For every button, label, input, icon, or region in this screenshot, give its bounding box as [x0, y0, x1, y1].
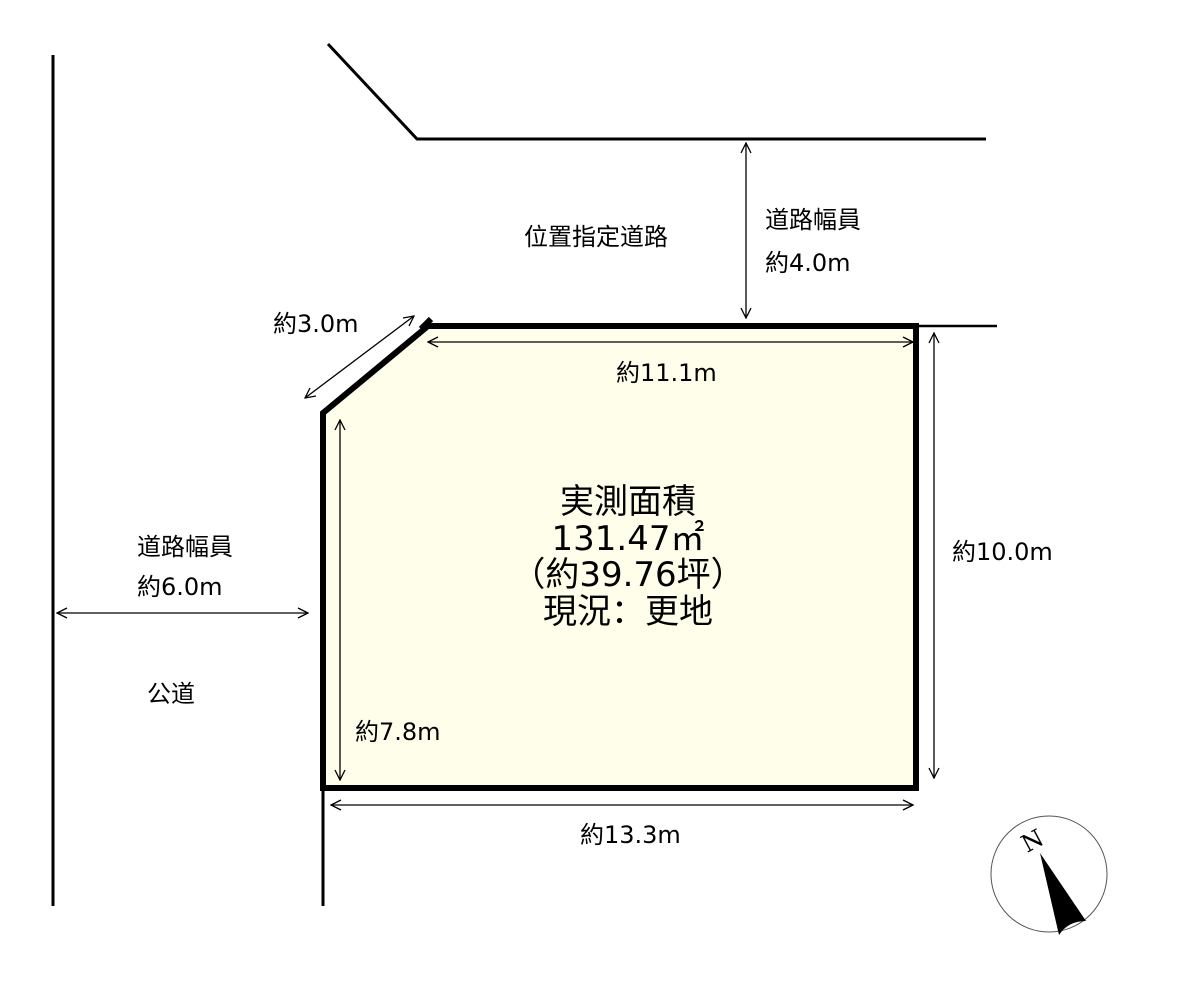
- lot-corner-tick: [418, 316, 434, 332]
- south-side-dimension: 約13.3m: [580, 821, 681, 849]
- north-road-width-value: 約4.0m: [765, 249, 851, 277]
- north-road-outer-line: [326, 42, 986, 141]
- area-sqm: 131.47㎡: [551, 518, 705, 559]
- north-side-dimension: 約11.1m: [616, 359, 717, 387]
- west-road-width-label: 道路幅員: [137, 533, 233, 561]
- corner-cut-dimension: 約3.0m: [273, 310, 359, 338]
- area-block: 実測面積 131.47㎡ （約39.76坪） 現況：更地: [478, 484, 778, 631]
- compass-arrow-icon: [1040, 853, 1086, 935]
- corner-cut-arrow: [305, 316, 414, 398]
- west-side-dimension: 約7.8m: [355, 718, 441, 746]
- north-road-name: 位置指定道路: [524, 223, 668, 251]
- area-tsubo: （約39.76坪）: [511, 555, 745, 596]
- west-road-width-value: 約6.0m: [137, 573, 223, 601]
- east-side-dimension: 約10.0m: [952, 538, 1053, 566]
- site-status: 現況：更地: [543, 592, 713, 633]
- north-road-width-label: 道路幅員: [765, 206, 861, 234]
- west-road-name: 公道: [147, 680, 195, 708]
- north-compass: [990, 815, 1108, 935]
- area-title: 実測面積: [560, 482, 696, 522]
